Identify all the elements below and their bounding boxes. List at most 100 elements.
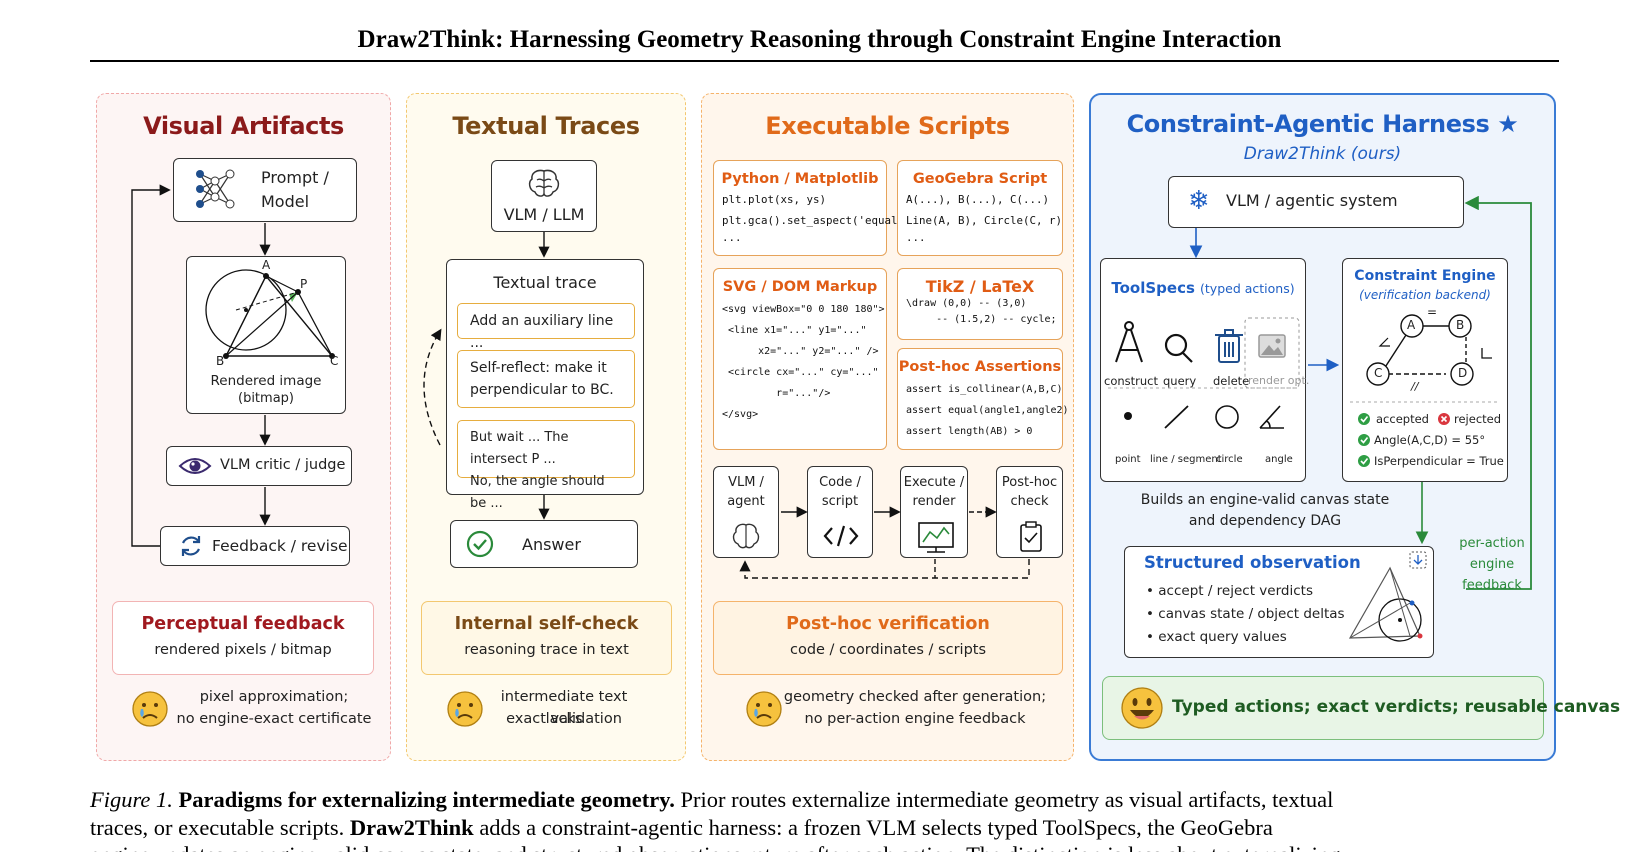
prim-line-label: line / segment	[1150, 454, 1222, 465]
caption-bold-title: Paradigms for externalizing intermediate…	[178, 787, 675, 812]
visual-flow-arrows	[131, 184, 271, 547]
python-code-2: plt.gca().set_aspect('equal')	[722, 214, 911, 227]
flow-vlm-agent-1: VLM /	[728, 475, 764, 490]
code-icon	[823, 525, 859, 547]
point-label-a: A	[262, 258, 271, 272]
figure-label: Figure 1.	[90, 787, 173, 812]
executable-summary-box: Post-hoc verification code / coordinates…	[713, 601, 1063, 675]
harness-footer-box	[1102, 676, 1544, 740]
tikz-title: TikZ / LaTeX	[925, 277, 1035, 296]
engine-graph	[1350, 309, 1500, 467]
executable-summary-sub: code / coordinates / scripts	[789, 642, 987, 658]
executable-flow-graphics	[732, 506, 1042, 579]
trace-step-3-line1: But wait ... The intersect P ...	[470, 430, 569, 467]
trace-step-2: Self-reflect: make it perpendicular to B…	[457, 350, 635, 408]
harness-arrows	[1189, 195, 1532, 590]
caption-line-1-rest: Prior routes externalize intermediate ge…	[674, 787, 1334, 812]
geometry-figure	[205, 269, 335, 359]
vlm-agentic-label: VLM / agentic system	[1226, 191, 1398, 210]
answer-label: Answer	[522, 535, 581, 554]
svg-markup-box: SVG / DOM Markup <svg viewBox="0 0 180 1…	[713, 268, 887, 450]
clipboard-check-icon	[1020, 521, 1042, 552]
geogebra-title: GeoGebra Script	[912, 171, 1048, 187]
refresh-icon	[181, 536, 201, 556]
textual-summary-box: Internal self-check reasoning trace in t…	[421, 601, 672, 675]
download-icon	[1409, 551, 1427, 569]
image-icon	[1258, 334, 1286, 358]
prompt-model-label-1: Prompt /	[261, 168, 329, 187]
svg-title: SVG / DOM Markup	[722, 279, 878, 295]
tool-render-label: render opt.	[1248, 374, 1310, 387]
toolspecs-title-row: ToolSpecs (typed actions)	[1100, 278, 1306, 297]
engine-sub: (verification backend)	[1359, 288, 1491, 302]
python-code-1: plt.plot(xs, ys)	[722, 193, 827, 206]
obs-item-2: • canvas state / object deltas	[1146, 606, 1345, 622]
rendered-image-label-1: Rendered image	[210, 373, 322, 389]
flow-vlm-agent: VLM / agent	[713, 466, 779, 558]
harness-panel-title: Constraint-Agentic Harness ★	[1126, 110, 1519, 138]
tikz-code-2: -- (1.5,2) -- cycle;	[906, 314, 1057, 325]
builds-label-2: and dependency DAG	[1188, 513, 1342, 529]
flow-posthoc-check-2: check	[1010, 494, 1049, 509]
sad-face-icon	[447, 691, 483, 727]
geogebra-code-1: A(...), B(...), C(...)	[906, 193, 1050, 206]
prim-circle-label: circle	[1216, 454, 1243, 465]
rendered-image-box	[186, 256, 346, 414]
textual-summary-title: Internal self-check	[454, 614, 639, 634]
tikz-code-1: \draw (0,0) -- (3,0)	[906, 298, 1027, 309]
prim-point-label: point	[1115, 454, 1141, 465]
posthoc-code-3: assert length(AB) > 0	[906, 426, 1033, 437]
visual-note-2: no engine-exact certificate	[176, 711, 372, 727]
visual-summary-box: Perceptual feedback rendered pixels / bi…	[112, 601, 374, 675]
trace-step-1: Add an auxiliary line ...	[457, 303, 635, 351]
point-label-b: B	[216, 354, 225, 368]
check-circle-icon	[466, 530, 494, 558]
sad-face-icon	[746, 691, 782, 727]
caption-line-2-rest: adds a constraint-agentic harness: a fro…	[473, 815, 1273, 840]
flow-execute-render-1: Execute /	[903, 475, 965, 490]
feedback-side-label-2: engine	[1469, 557, 1515, 572]
engine-title: Constraint Engine	[1354, 268, 1496, 284]
flow-posthoc-check: Post-hoc check	[996, 466, 1063, 558]
posthoc-code-2: assert equal(angle1,angle2)	[906, 405, 1069, 416]
tool-delete-label: delete	[1213, 374, 1250, 388]
caption-draw2think: Draw2Think	[349, 815, 474, 840]
textual-note-1: intermediate text lacks	[500, 689, 628, 727]
check-angle-label: Angle(A,C,D) = 55°	[1374, 433, 1486, 447]
vlm-critic-label: VLM critic / judge	[220, 457, 346, 473]
paper-title: Draw2Think: Harnessing Geometry Reasonin…	[357, 26, 1282, 53]
flow-posthoc-check-1: Post-hoc	[1001, 475, 1058, 490]
posthoc-title: Post-hoc Assertions	[898, 359, 1062, 375]
happy-face-icon	[1121, 687, 1163, 729]
angle-icon	[1259, 405, 1284, 429]
python-code-3: ...	[722, 231, 742, 244]
brain-icon	[528, 169, 560, 197]
point-label-c: C	[330, 354, 339, 368]
network-icon	[196, 169, 235, 209]
caption-line-2-start: traces, or executable scripts.	[90, 815, 350, 840]
trace-step-1-text: Add an auxiliary line ...	[470, 313, 614, 351]
visual-summary-title: Perceptual feedback	[141, 614, 345, 634]
executable-note-1: geometry checked after generation;	[783, 689, 1047, 705]
obs-title: Structured observation	[1144, 553, 1361, 572]
observation-figure	[1348, 551, 1427, 642]
executable-summary-title: Post-hoc verification	[786, 614, 990, 634]
title-rule	[90, 60, 1559, 62]
visual-panel-title: Visual Artifacts	[143, 112, 344, 140]
toolspecs-sub: (typed actions)	[1200, 281, 1295, 296]
obs-item-1: • accept / reject verdicts	[1146, 583, 1313, 599]
obs-item-3-text: exact query values	[1158, 629, 1287, 645]
check-icon	[1358, 455, 1370, 467]
snowflake-icon: ❄	[1188, 186, 1210, 216]
engine-point-a: A	[1407, 318, 1416, 332]
geogebra-code-3: ...	[906, 231, 926, 244]
engine-point-c: C	[1374, 366, 1383, 380]
caption-line-1: Figure 1. Paradigms for externalizing in…	[90, 787, 1333, 813]
executable-note-2: no per-action engine feedback	[804, 711, 1026, 727]
posthoc-assertions-box: Post-hoc Assertions assert is_collinear(…	[897, 348, 1069, 450]
feedback-box	[160, 526, 350, 566]
vlm-agentic-box	[1168, 176, 1464, 228]
tool-query-label: query	[1163, 374, 1197, 388]
visual-summary-sub: rendered pixels / bitmap	[154, 642, 332, 658]
flow-code-script-1: Code /	[819, 475, 861, 490]
